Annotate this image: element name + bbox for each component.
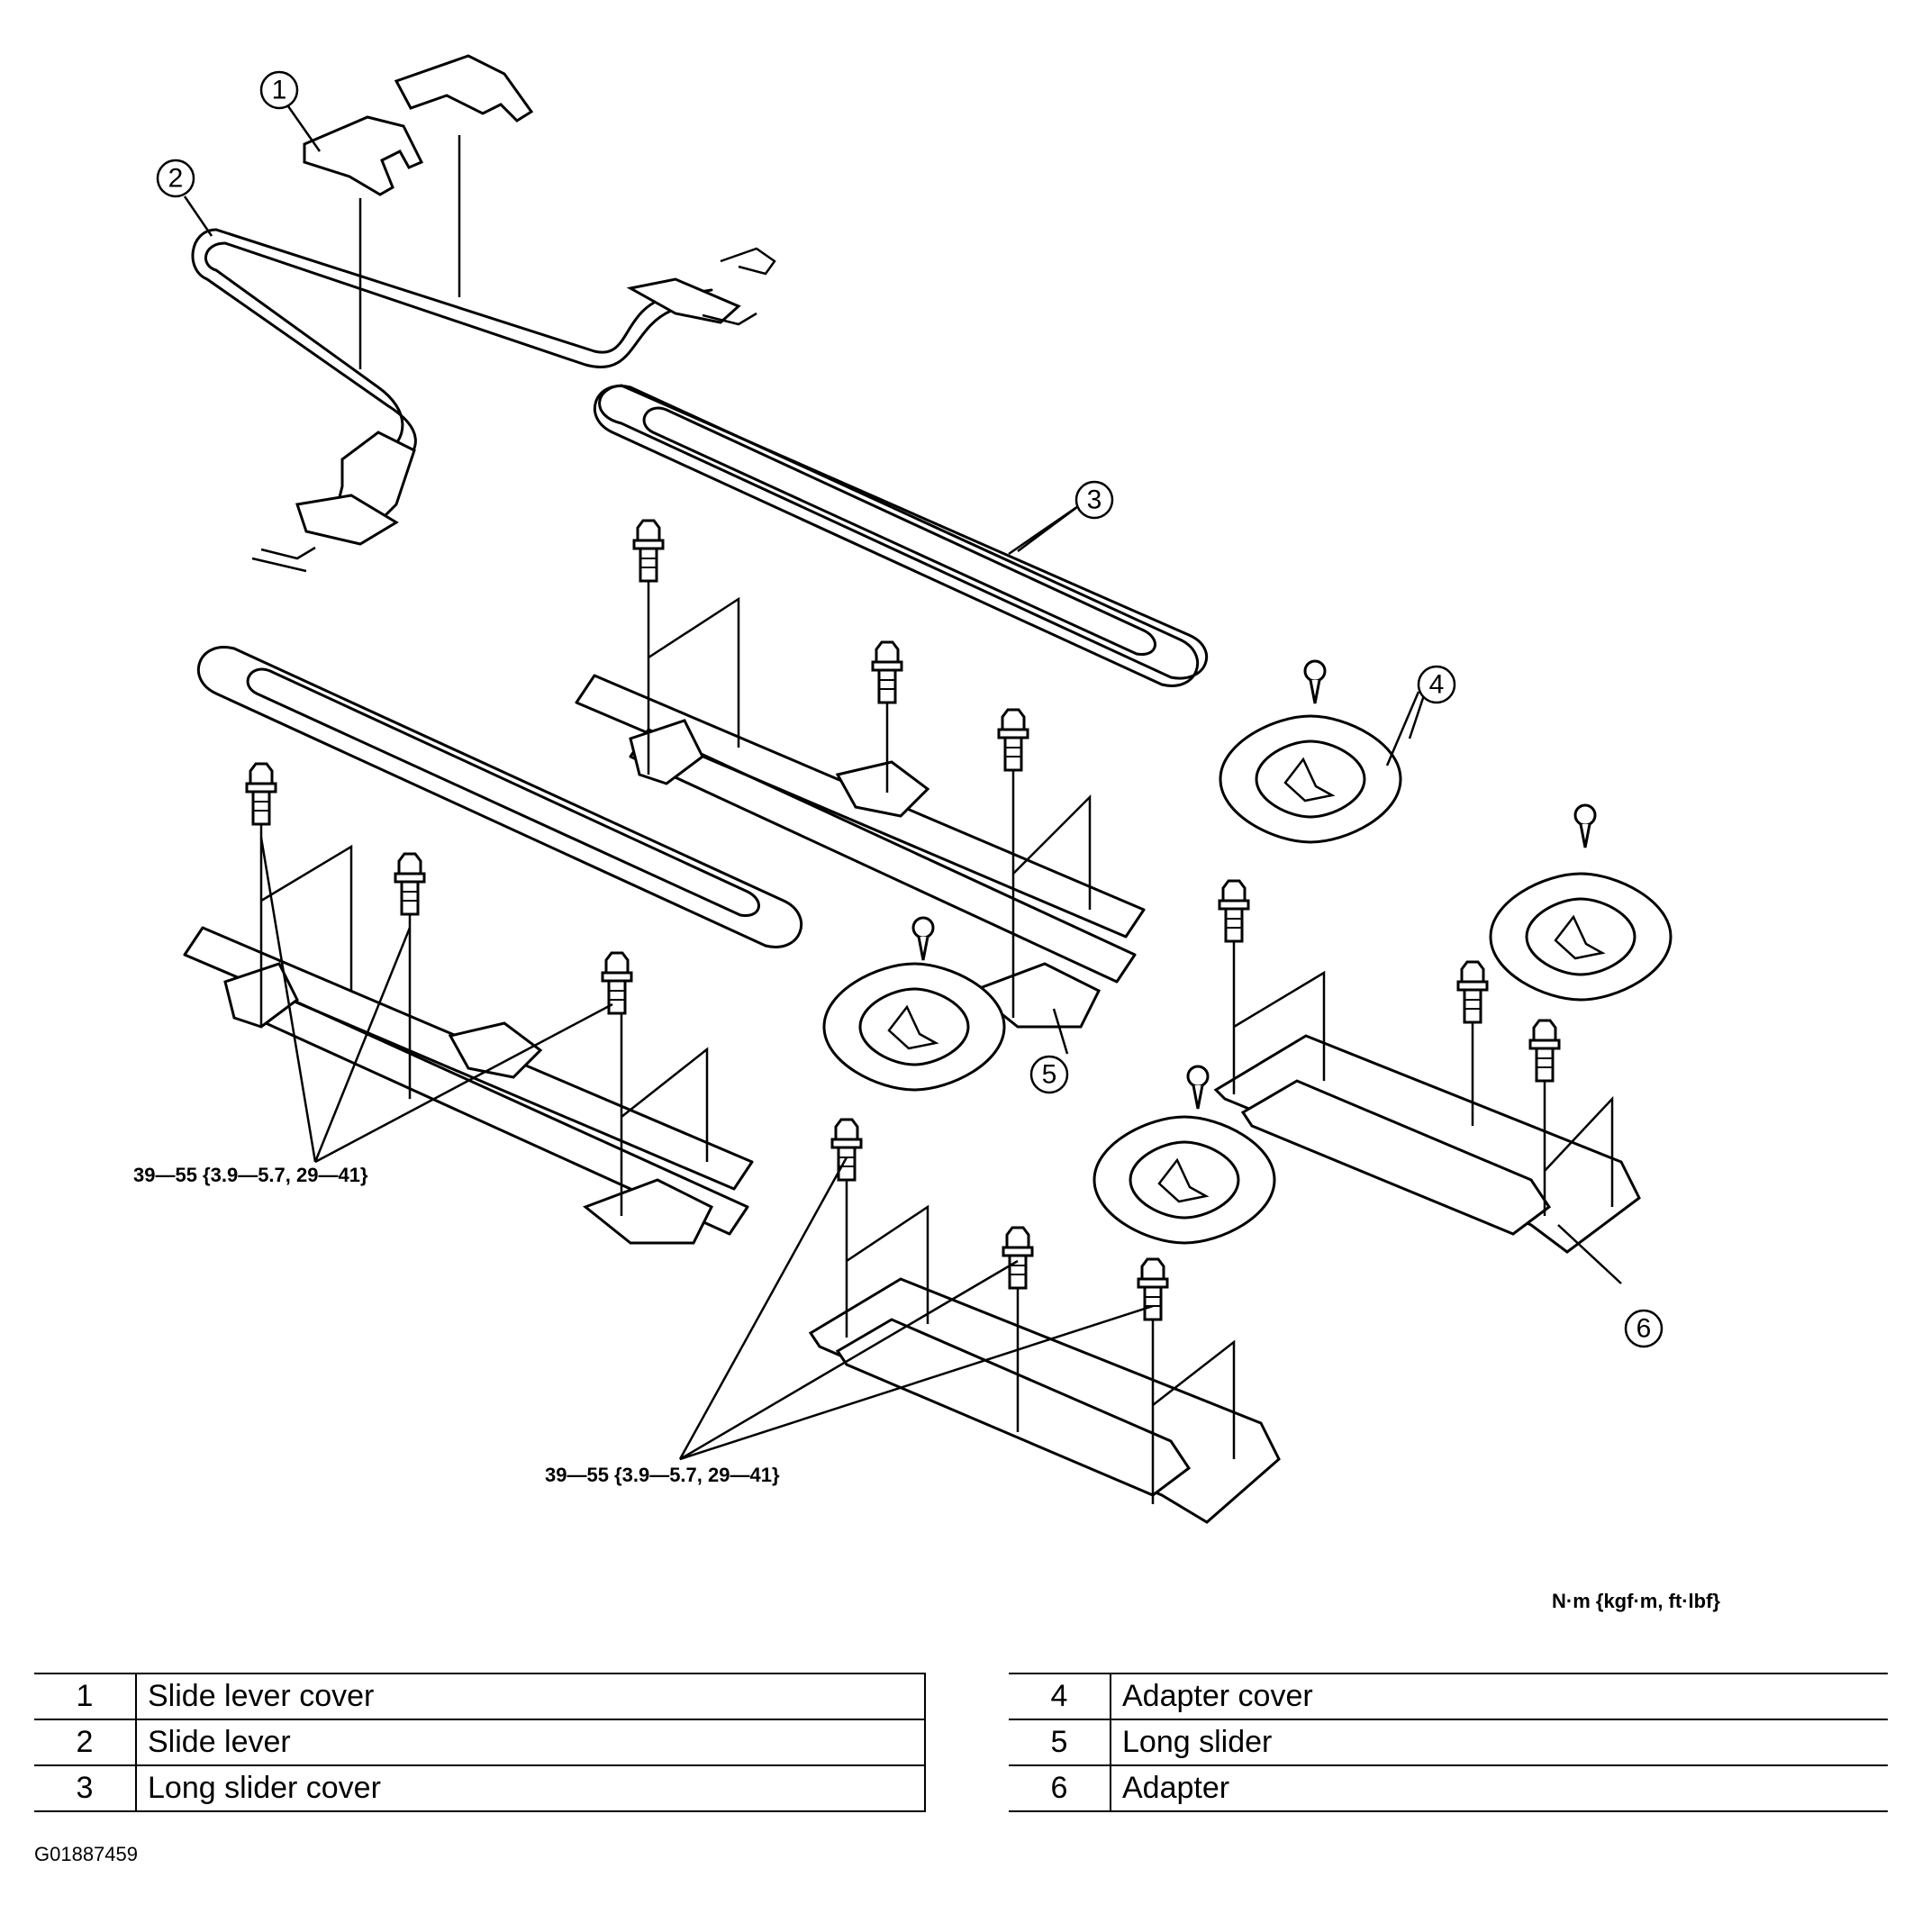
callout-5: 5 (1029, 1055, 1069, 1094)
legend-number: 1 (34, 1673, 137, 1720)
adapter (1213, 879, 1641, 1284)
legend-number: 4 (1009, 1673, 1111, 1720)
legend-label: Slide lever cover (136, 1673, 926, 1720)
legend-number: 6 (1009, 1764, 1111, 1812)
adapter-front (678, 1118, 1281, 1524)
legend-label: Long slider cover (136, 1764, 926, 1812)
exploded-parts-diagram: 1 2 3 4 5 6 39—55 {3.9—5.7, 29—41} 39—55… (133, 54, 1673, 1524)
slide-lever-cover (303, 54, 534, 369)
legend-row: 4 Adapter cover (1009, 1673, 1888, 1720)
callout-3: 3 (1017, 480, 1114, 553)
svg-text:6: 6 (1636, 1314, 1652, 1344)
legend-row: 1 Slide lever cover (34, 1673, 926, 1720)
svg-text:3: 3 (1087, 485, 1102, 515)
long-slider-front (183, 762, 754, 1245)
legend-label: Adapter (1111, 1764, 1888, 1812)
torque-spec-bottom: 39—55 {3.9—5.7, 29—41} (545, 1464, 780, 1486)
svg-text:1: 1 (272, 76, 287, 105)
legend-number: 3 (34, 1764, 137, 1812)
torque-spec-left: 39—55 {3.9—5.7, 29—41} (133, 1164, 368, 1186)
legend-row: 2 Slide lever (34, 1719, 926, 1766)
parts-legend-left: 1 Slide lever cover 2 Slide lever 3 Long… (34, 1673, 926, 1812)
figure-id: G01887459 (34, 1843, 138, 1865)
legend-label: Long slider (1111, 1719, 1888, 1766)
callout-4: 4 (1385, 665, 1456, 766)
svg-text:4: 4 (1429, 670, 1445, 700)
torque-units: N·m {kgf·m, ft·lbf} (1552, 1590, 1720, 1612)
legend-label: Adapter cover (1111, 1673, 1888, 1720)
callout-1: 1 (259, 70, 322, 152)
legend-row: 6 Adapter (1009, 1764, 1888, 1812)
slide-lever (191, 228, 776, 573)
svg-text:5: 5 (1042, 1060, 1057, 1090)
legend-number: 2 (34, 1719, 137, 1766)
legend-number: 5 (1009, 1719, 1111, 1766)
callout-6: 6 (1624, 1309, 1664, 1348)
legend-row: 3 Long slider cover (34, 1764, 926, 1812)
long-slider-cover (196, 384, 1209, 948)
svg-text:2: 2 (168, 164, 184, 194)
legend-label: Slide lever (136, 1719, 926, 1766)
parts-legend-right: 4 Adapter cover 5 Long slider 6 Adapter (1009, 1673, 1888, 1812)
callout-2: 2 (156, 159, 213, 237)
legend-row: 5 Long slider (1009, 1719, 1888, 1766)
long-slider (575, 519, 1146, 1055)
